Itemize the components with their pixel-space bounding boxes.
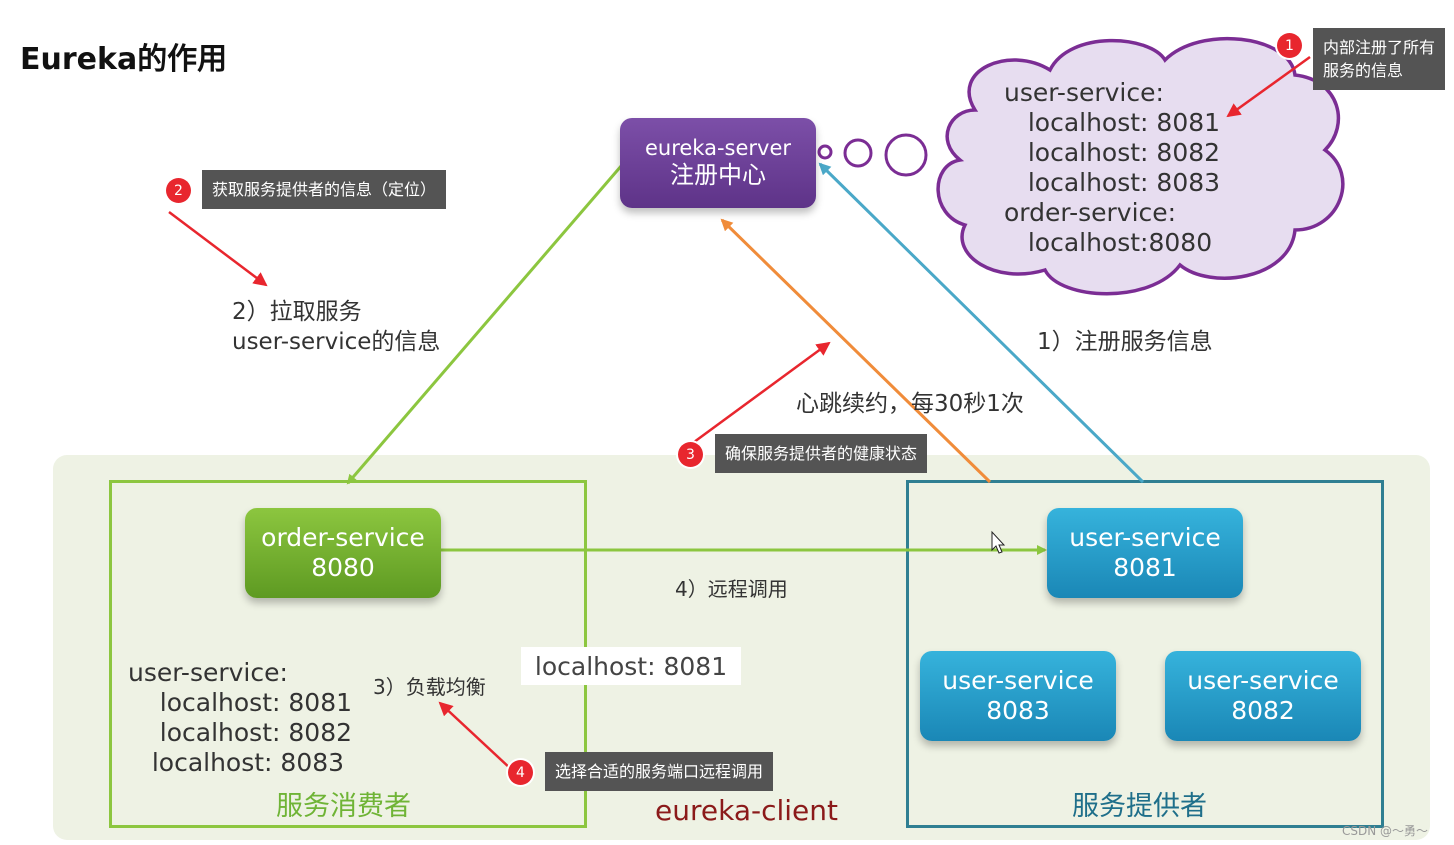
- register-arrow: [818, 162, 1145, 484]
- pull-arrow: [346, 164, 624, 485]
- consumer-group-label: 服务消费者: [276, 791, 411, 822]
- cloud-registry-line: localhost: 8081: [1004, 108, 1221, 137]
- callout-2-arrow: [168, 211, 268, 287]
- callout-2-badge: 2: [166, 178, 191, 203]
- callout-2: 获取服务提供者的信息（定位）: [202, 170, 447, 210]
- user-node-name: user-service: [942, 665, 1094, 695]
- order-service-node[interactable]: order-service 8080: [245, 508, 441, 598]
- callout-4-arrow: [438, 701, 513, 771]
- consumer-service-line: user-service:: [128, 658, 288, 687]
- callout-2-text: 获取服务提供者的信息（定位）: [212, 180, 437, 199]
- callout-1: 内部注册了所有 服务的信息: [1313, 28, 1446, 91]
- order-node-port: 8080: [311, 553, 375, 582]
- consumer-service-line: localhost: 8083: [128, 748, 345, 777]
- server-node-name: eureka-server: [644, 135, 792, 160]
- heartbeat-arrow: [720, 218, 992, 484]
- load-balance-label: 3）负载均衡: [373, 675, 486, 699]
- page-title: Eureka的作用: [20, 42, 228, 77]
- callout-1-arrow: [1226, 55, 1311, 118]
- register-label: 1）注册服务信息: [1037, 329, 1213, 355]
- callout-3-arrow: [689, 341, 831, 447]
- user-node-name: user-service: [1187, 665, 1339, 695]
- pull-label-line1: 2）拉取服务: [232, 299, 362, 325]
- provider-group-box: [906, 480, 1384, 828]
- callout-1-text-line2: 服务的信息: [1323, 61, 1404, 81]
- callout-4-text: 选择合适的服务端口远程调用: [555, 762, 764, 781]
- callout-4-badge: 4: [508, 760, 533, 785]
- user-service-8082-node[interactable]: user-service 8082: [1165, 651, 1361, 741]
- callout-1-text-line1: 内部注册了所有: [1323, 38, 1436, 57]
- remote-call-label: 4）远程调用: [675, 577, 788, 601]
- server-node-subtitle: 注册中心: [670, 161, 766, 190]
- eureka-client-label: eureka-client: [655, 794, 838, 827]
- cloud-registry-line: order-service:: [1004, 198, 1177, 227]
- cloud-registry-line: user-service:: [1004, 78, 1164, 107]
- callout-1-badge: 1: [1277, 33, 1302, 58]
- consumer-service-line: localhost: 8081: [128, 688, 352, 717]
- user-node-port: 8082: [1231, 696, 1295, 725]
- consumer-service-list: user-service: localhost: 8081 localhost:…: [128, 658, 352, 778]
- callout-4: 选择合适的服务端口远程调用: [545, 752, 774, 792]
- user-node-port: 8083: [986, 696, 1050, 725]
- order-node-name: order-service: [261, 522, 425, 552]
- heartbeat-label: 心跳续约，每30秒1次: [796, 391, 1024, 417]
- cloud-registry-line: localhost:8080: [1004, 228, 1213, 257]
- mouse-cursor-icon: [991, 530, 1006, 554]
- callout-3-text: 确保服务提供者的健康状态: [725, 444, 918, 463]
- cloud-registry-list: user-service: localhost: 8081 localhost:…: [1004, 78, 1220, 258]
- cloud-registry-line: localhost: 8083: [1004, 168, 1221, 197]
- callout-3: 确保服务提供者的健康状态: [715, 434, 928, 474]
- provider-group-label: 服务提供者: [1072, 791, 1207, 822]
- user-node-port: 8081: [1113, 553, 1177, 582]
- pull-label-line2: user-service的信息: [232, 329, 441, 355]
- callout-3-badge: 3: [678, 442, 703, 467]
- cloud-registry-line: localhost: 8082: [1004, 138, 1221, 167]
- user-service-8081-node[interactable]: user-service 8081: [1047, 508, 1243, 598]
- consumer-service-line: localhost: 8082: [128, 718, 352, 747]
- user-node-name: user-service: [1069, 522, 1221, 552]
- user-service-8083-node[interactable]: user-service 8083: [920, 651, 1116, 741]
- selected-address: localhost: 8081: [521, 647, 741, 685]
- eureka-server-node[interactable]: eureka-server 注册中心: [620, 118, 816, 208]
- watermark: CSDN @～勇～: [1342, 824, 1429, 838]
- cloud-bubble: [817, 36, 1345, 296]
